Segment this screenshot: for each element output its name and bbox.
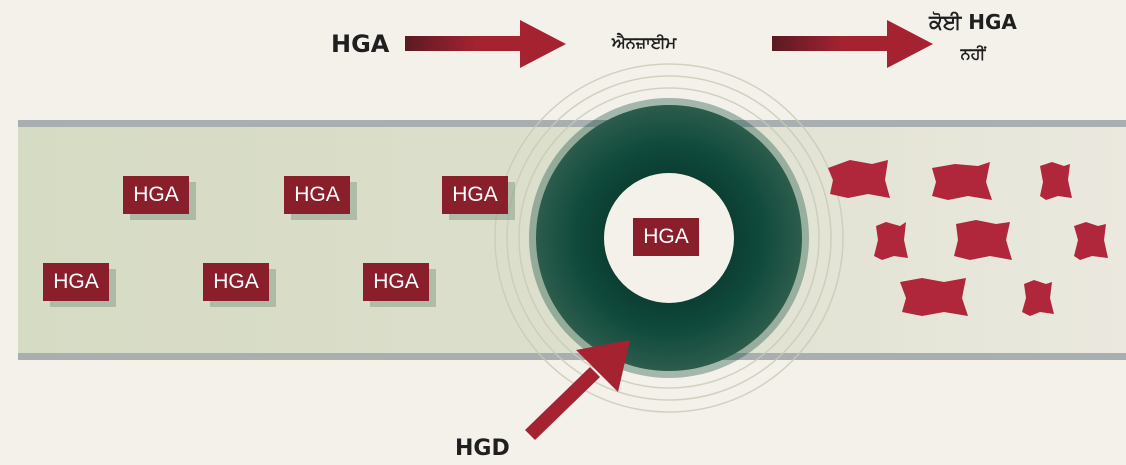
- arrow-hgd-pointer: [525, 340, 630, 440]
- substrate-label: HGA: [331, 30, 390, 58]
- enzyme-halo: [494, 63, 844, 413]
- arrow-enzyme-to-result: [772, 20, 933, 68]
- fragment: [954, 220, 1012, 260]
- hga-molecule: HGA: [442, 176, 508, 214]
- hga-molecule: HGA: [284, 176, 350, 214]
- result-label-line1: ਕੋਈ HGA: [929, 10, 1017, 34]
- enzyme-name-label: HGD: [455, 436, 510, 461]
- hga-molecule: HGA: [123, 176, 189, 214]
- fragment: [828, 160, 890, 198]
- hga-molecule: HGA: [43, 263, 109, 301]
- fragment: [1022, 280, 1054, 316]
- hga-molecule-in-enzyme: HGA: [633, 218, 699, 256]
- fragment: [1040, 162, 1072, 200]
- hga-molecule: HGA: [363, 263, 429, 301]
- enzyme-label: ਐਨਜ਼ਾਈਮ: [612, 33, 677, 52]
- hga-molecule: HGA: [203, 263, 269, 301]
- fragment: [900, 278, 968, 316]
- fragment: [874, 222, 908, 260]
- fragments: [828, 160, 1108, 316]
- arrow-substrate-to-enzyme: [405, 20, 566, 68]
- result-label-line2: ਨਹੀਂ: [960, 44, 986, 63]
- fragment: [1074, 222, 1108, 260]
- fragment: [932, 162, 992, 200]
